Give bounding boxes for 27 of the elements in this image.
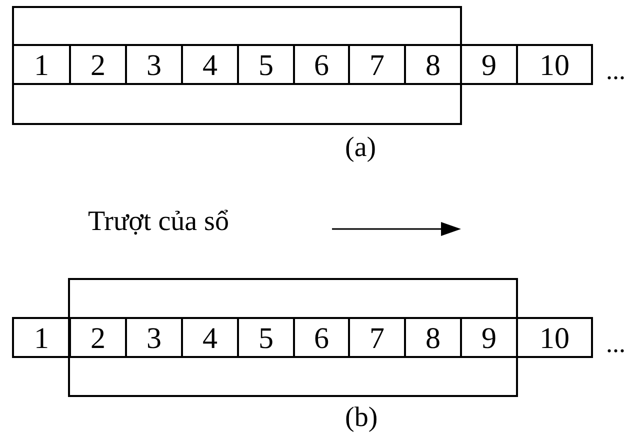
caption-text: Trượt của sổ (88, 208, 229, 236)
array-cell: 9 (460, 317, 518, 358)
array-cell: 8 (404, 317, 462, 358)
array-cell: 6 (293, 44, 350, 85)
array-cell: 1 (12, 44, 71, 85)
subfigure-label: (b) (345, 404, 378, 432)
ellipsis: ... (606, 331, 626, 357)
array-cell: 7 (348, 44, 406, 85)
array-cell: 4 (181, 317, 239, 358)
ellipsis: ... (606, 58, 626, 84)
subfigure-label: (a) (345, 134, 376, 162)
array-cell: 10 (516, 317, 593, 358)
array-cell: 2 (69, 317, 127, 358)
array-cell: 2 (69, 44, 127, 85)
sliding-window-frame (68, 278, 518, 397)
array-cell: 6 (293, 317, 350, 358)
sliding-window-frame (12, 6, 462, 125)
array-cell: 4 (181, 44, 239, 85)
array-cell: 5 (237, 317, 295, 358)
array-cell: 10 (516, 44, 593, 85)
array-cell: 8 (404, 44, 462, 85)
array-cell: 3 (125, 44, 183, 85)
array-cell: 5 (237, 44, 295, 85)
array-cell: 3 (125, 317, 183, 358)
array-cell: 7 (348, 317, 406, 358)
array-cell: 9 (460, 44, 518, 85)
array-cell: 1 (12, 317, 71, 358)
